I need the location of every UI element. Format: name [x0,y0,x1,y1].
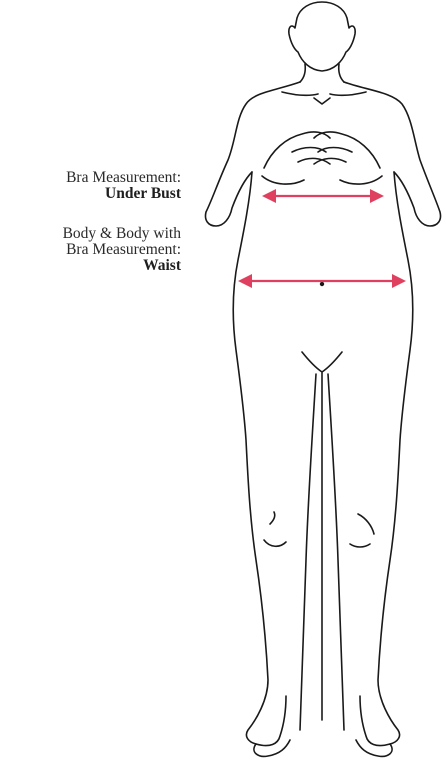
hands-outline [264,132,380,168]
navel-mark [321,283,324,286]
right-arm-outline [344,82,441,226]
groin-outline [302,352,342,720]
under-bust-arrowhead-right [370,189,384,203]
body-outline [205,2,440,756]
waist-arrowhead-left [238,274,252,288]
left-arm-outline [205,82,300,226]
under-bust-arrow-icon [262,189,384,203]
neck-outline [300,64,344,82]
collarbone-lines [282,92,366,104]
feet-outline [254,740,392,756]
knee-marks [264,512,374,547]
bust-curve [262,176,382,184]
under-bust-arrowhead-left [262,189,276,203]
torso-left-outline [233,172,286,746]
torso-right-outline [360,172,413,746]
waist-arrowhead-right [392,274,406,288]
head-outline [289,2,355,71]
